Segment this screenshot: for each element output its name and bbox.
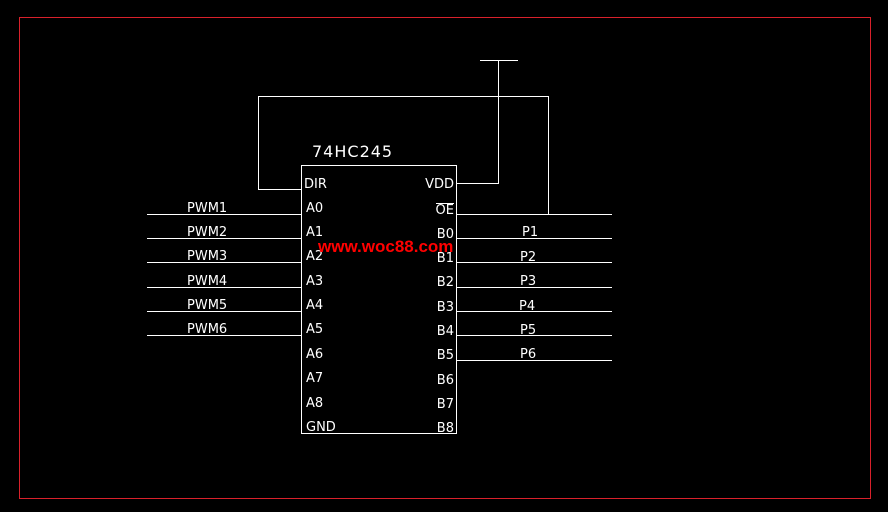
pin-label-b7: B7 xyxy=(437,397,454,412)
pin-label-b4: B4 xyxy=(437,324,454,339)
pin-label-b3: B3 xyxy=(437,300,454,315)
output-wires xyxy=(456,238,612,361)
drawing-frame xyxy=(19,17,871,499)
pin-label-b6: B6 xyxy=(437,373,454,388)
output-label-p1: P1 xyxy=(522,225,538,240)
pin-label-a4: A4 xyxy=(306,298,323,313)
pin-label-b0: B0 xyxy=(437,227,454,242)
pin-label-a5: A5 xyxy=(306,322,323,337)
output-label-p5: P5 xyxy=(520,323,536,338)
input-labels: PWM1 PWM2 PWM3 PWM4 PWM5 PWM6 xyxy=(187,201,227,337)
input-label-pwm6: PWM6 xyxy=(187,322,227,337)
pin-label-a6: A6 xyxy=(306,347,323,362)
chip-name: 74HC245 xyxy=(312,142,393,161)
pin-label-gnd: GND xyxy=(306,420,336,435)
output-label-p3: P3 xyxy=(520,274,536,289)
input-label-pwm1: PWM1 xyxy=(187,201,227,216)
pin-label-b2: B2 xyxy=(437,275,454,290)
pin-label-a2: A2 xyxy=(306,249,323,264)
pin-label-oe: OE xyxy=(436,203,454,218)
input-wires xyxy=(147,214,301,336)
pin-label-a1: A1 xyxy=(306,225,323,240)
pin-label-vdd: VDD xyxy=(425,177,454,192)
pin-label-b8: B8 xyxy=(437,421,454,436)
watermark: www.woc88.com xyxy=(317,237,453,256)
chip-body xyxy=(301,165,457,434)
pin-label-a0: A0 xyxy=(306,201,323,216)
pin-label-a7: A7 xyxy=(306,371,323,386)
right-pin-labels: VDD OE B0 B1 B2 B3 B4 B5 B6 B7 B8 xyxy=(425,177,454,436)
input-label-pwm4: PWM4 xyxy=(187,274,227,289)
output-label-p4: P4 xyxy=(519,299,535,314)
pin-label-a8: A8 xyxy=(306,396,323,411)
output-labels: P1 P2 P3 P4 P5 P6 xyxy=(519,225,538,362)
dir-wire xyxy=(258,96,549,214)
pin-label-b5: B5 xyxy=(437,348,454,363)
input-label-pwm2: PWM2 xyxy=(187,225,227,240)
vdd-wire xyxy=(456,60,499,184)
input-label-pwm5: PWM5 xyxy=(187,298,227,313)
output-label-p2: P2 xyxy=(520,250,536,265)
pin-label-b1: B1 xyxy=(437,251,454,266)
left-pin-labels: DIR A0 A1 A2 A3 A4 A5 A6 A7 A8 GND xyxy=(304,177,336,435)
pin-label-a3: A3 xyxy=(306,274,323,289)
pin-label-dir: DIR xyxy=(304,177,327,192)
output-label-p6: P6 xyxy=(520,347,536,362)
input-label-pwm3: PWM3 xyxy=(187,249,227,264)
